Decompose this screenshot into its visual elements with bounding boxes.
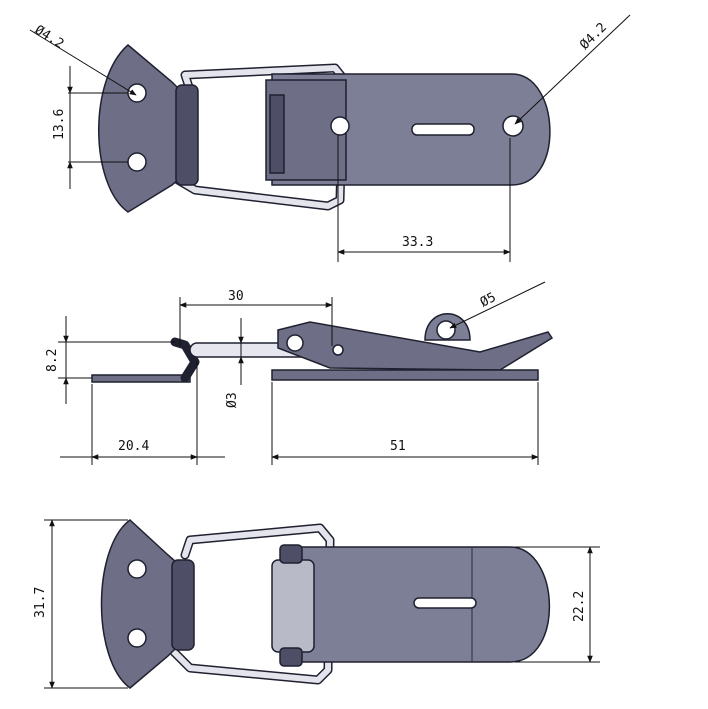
- side-hasp-hole: [436, 320, 456, 340]
- bottom-hinge-roll: [171, 559, 195, 651]
- bottom-left-hole-2: [127, 628, 147, 648]
- side-rivet: [332, 344, 344, 356]
- dim-bottom-width: 22.2: [572, 591, 587, 622]
- top-left-plate: [98, 44, 181, 213]
- side-right-base: [271, 369, 539, 381]
- top-view: Ø4.2 13.6 Ø4.2 33.3: [29, 14, 631, 262]
- top-left-hole-2: [127, 152, 147, 172]
- bottom-left-hole-1: [127, 559, 147, 579]
- dim-mid-wire: Ø3: [225, 392, 240, 408]
- top-hasp-hole-left: [330, 116, 350, 136]
- top-hinge-roll: [175, 84, 199, 186]
- top-hasp-slot: [411, 123, 475, 136]
- dim-top-length: 33.3: [402, 235, 433, 250]
- dim-mid-hole: Ø5: [478, 290, 499, 311]
- bottom-hinge-bottom: [279, 647, 303, 667]
- dim-bottom-height: 31.7: [33, 587, 48, 618]
- dim-top-hole-left: Ø4.2: [32, 23, 67, 52]
- dim-mid-pin-length: 30: [228, 289, 244, 304]
- bottom-hasp-slot: [413, 597, 477, 609]
- dim-mid-height: 8.2: [45, 349, 60, 372]
- top-left-hole-1: [127, 83, 147, 103]
- bottom-view: 31.7 22.2: [33, 519, 600, 689]
- bottom-hinge-top: [279, 544, 303, 564]
- bottom-left-plate: [100, 519, 177, 689]
- bottom-hinge-cylinder: [271, 559, 315, 653]
- side-pivot-hole: [286, 334, 304, 352]
- side-view: 30 Ø5 8.2 Ø3 20.4 51: [45, 281, 554, 465]
- top-hinge-pin: [269, 94, 285, 174]
- dim-mid-base: 20.4: [118, 439, 149, 454]
- dim-mid-length: 51: [390, 439, 406, 454]
- side-hasp-arm: [277, 321, 554, 371]
- dim-top-hole-right: Ø4.2: [577, 20, 610, 53]
- side-left-base: [91, 374, 191, 383]
- dim-top-spacing: 13.6: [52, 109, 67, 140]
